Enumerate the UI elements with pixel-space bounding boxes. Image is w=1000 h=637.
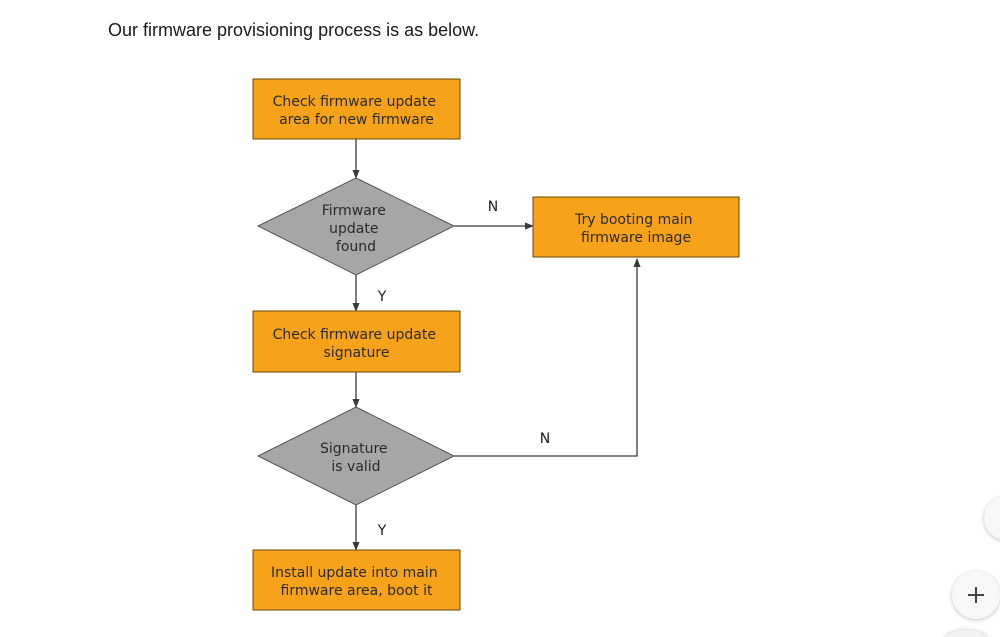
process-box [252, 78, 461, 140]
edge-label-valid-yes: Y [377, 523, 387, 539]
edge-label-found-no: N [488, 199, 498, 215]
node-line: Try booting main [574, 212, 693, 228]
svg-text:Check firmware update: Check firmware update signature [273, 327, 441, 361]
svg-text:Try booting main firmw: Try booting main firmware image [574, 212, 697, 246]
node-signature-valid: Signature is valid [256, 406, 456, 506]
node-line: Check firmware update [273, 327, 436, 343]
side-panel-toggle-button[interactable] [984, 496, 1000, 540]
node-line: Signature [320, 441, 388, 457]
arrow-valid-no [454, 258, 641, 457]
node-install-update: Install update into main firmware area, … [252, 549, 461, 611]
node-line: found [336, 239, 376, 255]
process-box [252, 310, 461, 373]
node-line: Firmware [322, 203, 386, 219]
node-line: area for new firmware [279, 112, 434, 128]
node-line: Install update into main [271, 565, 438, 581]
edge-label-valid-no: N [540, 431, 550, 447]
node-line: Check firmware update [273, 94, 436, 110]
svg-text:Check firmware update: Check firmware update area for new firmw… [273, 94, 441, 128]
svg-text:Signature is valid: Signature is valid [320, 441, 392, 475]
node-line: firmware area, boot it [281, 583, 433, 599]
intro-paragraph: Our firmware provisioning process is as … [108, 20, 480, 40]
process-box [532, 196, 740, 258]
decision-diamond [256, 177, 456, 276]
floating-button-partial[interactable] [944, 630, 988, 637]
decision-diamond [256, 406, 456, 506]
svg-text:Install update into main: Install update into main firmware area, … [271, 565, 442, 599]
process-box [252, 549, 461, 611]
node-line: firmware image [581, 230, 691, 246]
node-line: is valid [331, 459, 380, 475]
add-button[interactable] [952, 571, 1000, 619]
svg-text:Firmware update: Firmware update found [322, 203, 391, 255]
node-line: signature [324, 345, 390, 361]
edge-label-found-yes: Y [377, 289, 387, 305]
connectors [352, 139, 641, 551]
node-check-signature: Check firmware update signature [252, 310, 461, 373]
node-line: update [329, 221, 378, 237]
plus-icon [968, 587, 984, 603]
node-update-found: Firmware update found [256, 177, 456, 276]
node-check-update-area: Check firmware update area for new firmw… [252, 78, 461, 140]
node-try-booting-main: Try booting main firmware image [532, 196, 740, 258]
